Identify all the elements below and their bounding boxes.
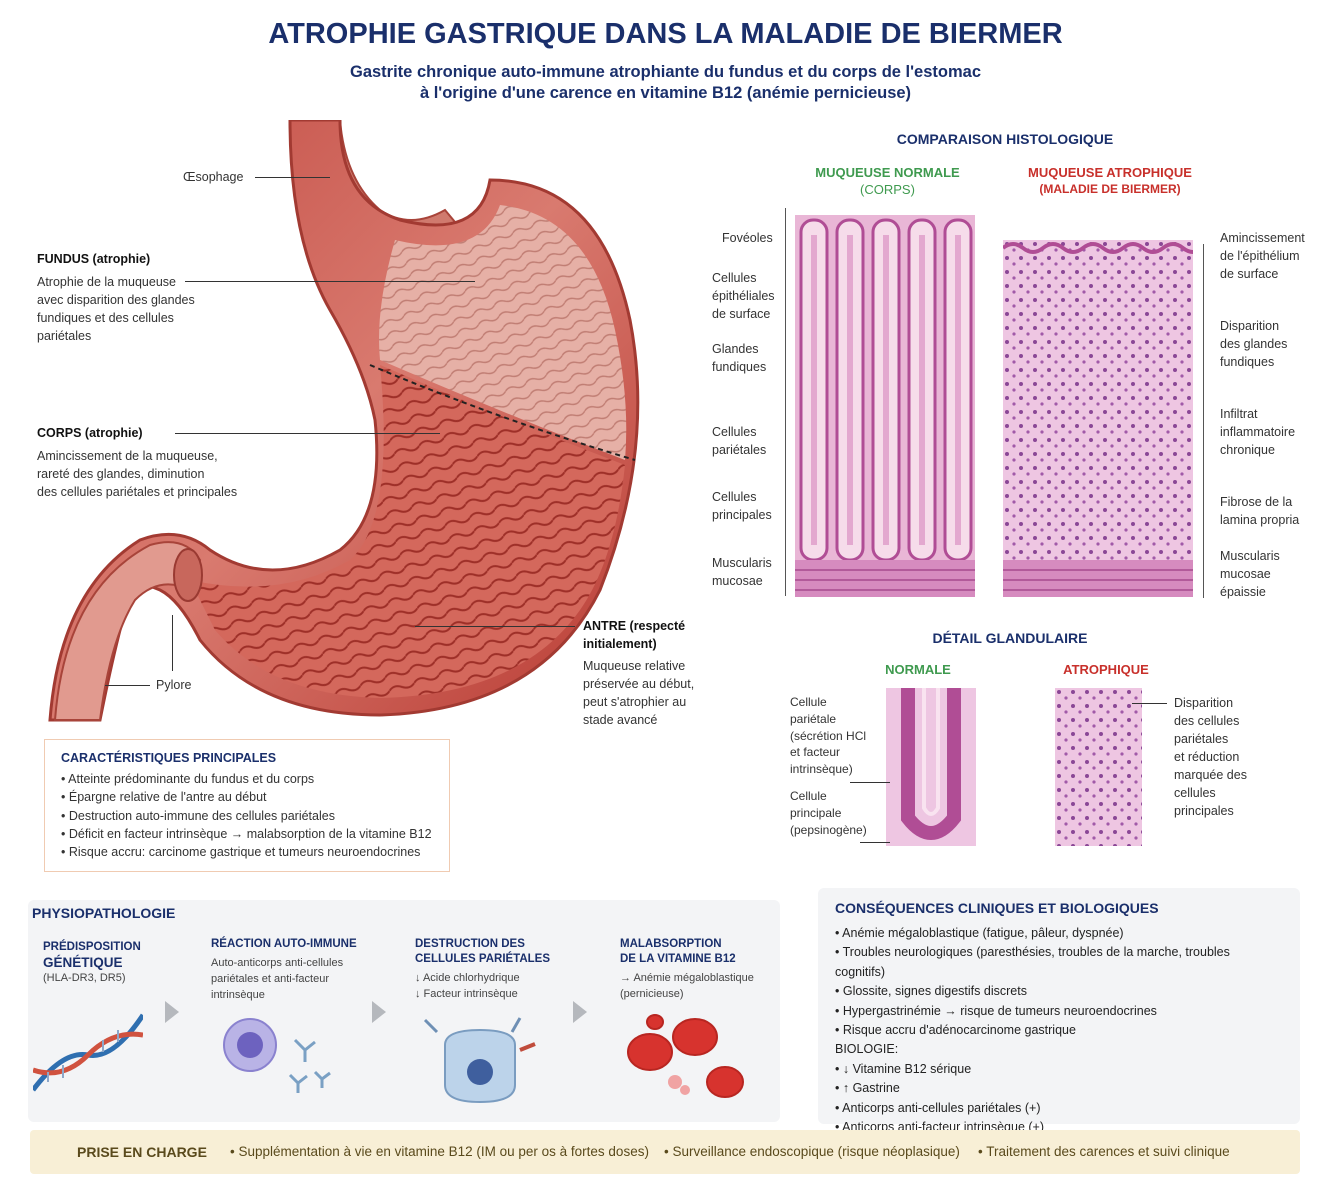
atroph-mucosa-title: MUQUEUSE ATROPHIQUE [1028,165,1192,180]
list-item: • Anticorps anti-cellules pariétales (+) [835,1100,1041,1115]
list-item: Épargne relative de l'antre au début [61,788,433,806]
list-item: • Troubles neurologiques (paresthésies, … [835,945,1230,979]
management-bar: PRISE EN CHARGE • Supplémentation à vie … [30,1130,1300,1174]
list-item: • Hypergastrinémie → risque de tumeurs n… [835,1003,1157,1018]
normal-gland-image [886,688,976,846]
step-destruction: DESTRUCTION DES CELLULES PARIÉTALES ↓ Ac… [415,938,551,1000]
atroph-mucosa-sub: (MALADIE DE BIERMER) [1039,182,1181,196]
leader-line [185,281,475,282]
list-item: • Glossite, signes digestifs discrets [835,984,1027,999]
list-item: • Anémie mégaloblastique (fatigue, pâleu… [835,926,1124,940]
immune-cell-icon [223,1018,331,1093]
management-item: • Traitement des carences et suivi clini… [978,1144,1230,1159]
list-item: • Risque accru d'adénocarcinome gastriqu… [835,1023,1076,1038]
step-malabsorption: MALABSORPTION DE LA VITAMINE B12 → Anémi… [620,938,754,1000]
stomach-illustration [48,120,640,722]
normal-mucosa-image [795,215,975,597]
gland-atroph-title: ATROPHIQUE [1063,662,1149,677]
list-item: BIOLOGIE: [835,1042,899,1057]
arrow-right-icon [372,1001,386,1023]
step-autoimmune: RÉACTION AUTO-IMMUNE Auto-anticorps anti… [211,938,357,1001]
leader-line [105,685,150,686]
management-title: PRISE EN CHARGE [77,1144,207,1160]
page-title: ATROPHIE GASTRIQUE DANS LA MALADIE DE BI… [268,18,1063,50]
leader-line [255,177,330,178]
label-foveoles: Fovéoles [722,231,773,245]
list-item: • ↓ Vitamine B12 sérique [835,1061,972,1076]
parietal-cell-icon [423,1017,536,1104]
arrow-right-icon [165,1001,179,1023]
clinical-list: • Anémie mégaloblastique (fatigue, pâleu… [835,924,1283,1137]
list-item: Atteinte prédominante du fundus et du co… [61,770,433,788]
leader-line [175,433,440,434]
antre-callout: ANTRE (respecté initialement) Muqueuse r… [583,619,695,727]
corps-callout: CORPS (atrophie) Amincissement de la muq… [37,426,238,499]
label-pylore: Pylore [156,678,192,692]
red-blood-cells-icon [627,1014,744,1098]
leader-line [415,626,575,627]
histo-title: COMPARAISON HISTOLOGIQUE [896,131,1114,147]
gland-title: DÉTAIL GLANDULAIRE [932,630,1088,646]
features-list: Atteinte prédominante du fundus et du co… [61,770,433,861]
dna-icon [33,1013,143,1092]
physio-title: PHYSIOPATHOLOGIE [32,905,176,921]
arrow-right-icon [573,1001,587,1023]
list-item: • ↑ Gastrine [835,1081,900,1096]
list-item: Destruction auto-immune des cellules par… [61,807,433,825]
features-box: CARACTÉRISTIQUES PRINCIPALES Atteinte pr… [44,739,450,872]
normal-mucosa-sub: (CORPS) [860,182,915,197]
leader-line [172,615,173,671]
leader-line [1132,703,1167,704]
atrophic-gland-image [1055,688,1142,846]
list-item: Déficit en facteur intrinsèque → malabso… [61,825,433,843]
fundus-callout: FUNDUS (atrophie) Atrophie de la muqueus… [37,252,195,343]
management-item: • Supplémentation à vie en vitamine B12 … [230,1144,649,1159]
normal-mucosa-title: MUQUEUSE NORMALE [815,165,960,180]
gland-normal-title: NORMALE [885,662,951,677]
leader-line [850,782,890,783]
page-subtitle: Gastrite chronique auto-immune atrophian… [350,63,981,102]
list-item: Risque accru: carcinome gastrique et tum… [61,843,433,861]
label-oesophage: Œsophage [183,170,244,184]
leader-line [860,842,890,843]
physio-panel [28,900,780,1122]
management-item: • Surveillance endoscopique (risque néop… [664,1144,960,1159]
bracket-line [785,208,786,596]
step-genetic: PRÉDISPOSITION GÉNÉTIQUE (HLA-DR3, DR5) [43,941,141,984]
clinical-panel: CONSÉQUENCES CLINIQUES ET BIOLOGIQUES • … [818,888,1300,1134]
bracket-line [1203,244,1204,598]
atrophic-mucosa-image [1003,240,1193,597]
